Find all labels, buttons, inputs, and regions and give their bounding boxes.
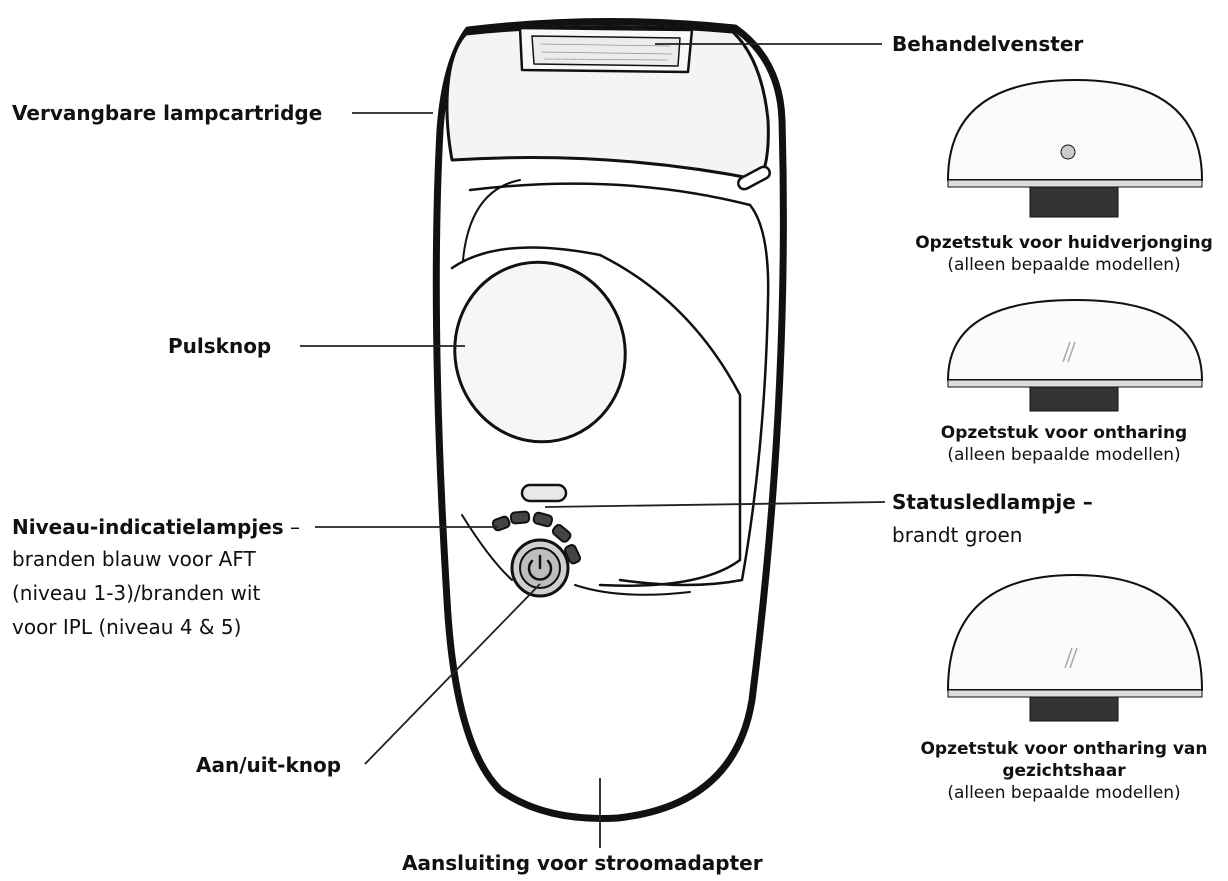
attachment-hair-removal	[946, 298, 1204, 412]
label-niveau-dash: –	[283, 515, 301, 539]
caption-title: Opzetstuk voor ontharing	[940, 423, 1188, 443]
device-outline	[432, 17, 787, 822]
label-niveau-title: Niveau-indicatielampjes	[12, 515, 284, 539]
status-led	[520, 483, 568, 503]
level-light-2	[509, 510, 531, 525]
ipl-device	[432, 17, 787, 822]
caption-skin-rejuvenation: Opzetstuk voor huidverjonging (alleen be…	[900, 232, 1228, 276]
pulse-button	[453, 260, 627, 444]
side-slot	[737, 165, 771, 191]
caption-title-line1: Opzetstuk voor ontharing van	[920, 739, 1208, 759]
label-niveau: Niveau-indicatielampjes –	[12, 514, 300, 540]
level-light-4	[551, 524, 572, 543]
skin-sensor-icon	[1060, 144, 1076, 160]
label-behandelvenster: Behandelvenster	[892, 32, 1084, 56]
level-light-3	[532, 511, 554, 528]
body-panel	[468, 182, 770, 587]
label-aansluiting: Aansluiting voor stroomadapter	[402, 851, 763, 875]
caption-title-line2: gezichtshaar	[1002, 761, 1126, 781]
attachment-skin-rejuvenation	[946, 78, 1204, 218]
label-lampcartridge: Vervangbare lampcartridge	[12, 101, 323, 125]
label-status-sub: brandt groen	[892, 523, 1023, 547]
caption-note: (alleen bepaalde modellen)	[947, 783, 1181, 803]
label-niveau-line2: (niveau 1-3)/branden wit	[12, 581, 261, 605]
label-pulsknop: Pulsknop	[168, 334, 272, 358]
level-light-5	[564, 544, 582, 565]
label-status: Statusledlampje –	[892, 490, 1093, 514]
caption-hair-removal: Opzetstuk voor ontharing (alleen bepaald…	[900, 422, 1228, 466]
label-aanuit: Aan/uit-knop	[196, 753, 342, 777]
button-panel	[450, 246, 742, 587]
leader-lines	[300, 43, 886, 848]
caption-title: Opzetstuk voor huidverjonging	[915, 233, 1213, 253]
label-niveau-line1: branden blauw voor AFT	[12, 547, 256, 571]
power-icon	[527, 554, 553, 581]
attachment-facial-hair-removal	[946, 573, 1204, 722]
label-niveau-line3: voor IPL (niveau 4 & 5)	[12, 615, 242, 639]
caption-note: (alleen bepaalde modellen)	[947, 255, 1181, 275]
caption-note: (alleen bepaalde modellen)	[947, 445, 1181, 465]
caption-facial-hair-removal: Opzetstuk voor ontharing van gezichtshaa…	[900, 738, 1228, 804]
